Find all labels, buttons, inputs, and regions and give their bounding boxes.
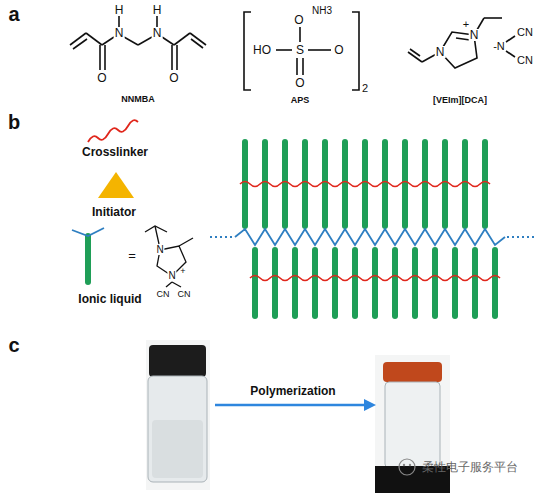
atom-label: N — [469, 29, 480, 41]
ionic-liquid-structure — [145, 226, 193, 287]
atom-label: H — [115, 4, 124, 16]
panel-letter: b — [8, 112, 20, 132]
aps-structure — [244, 12, 359, 90]
compound-name: [VEIm][DCA] — [433, 96, 487, 105]
atom-label: CN — [157, 290, 170, 299]
veim-dca-structure — [408, 18, 515, 68]
compound-name: APS — [291, 96, 310, 105]
atom-label: CN — [517, 27, 533, 38]
watermark: 柔性电子服务平台 — [422, 461, 518, 473]
atom-label: N — [435, 46, 446, 58]
charge-sign: + — [463, 19, 469, 30]
legend-label: Initiator — [92, 206, 136, 218]
nnmba-structure — [70, 16, 206, 70]
atom-label: O — [169, 72, 178, 84]
subscript: 2 — [362, 83, 368, 94]
equals-sign: = — [128, 249, 136, 262]
ionic-liquid-symbol — [72, 228, 104, 282]
atom-label: NH3 — [312, 6, 332, 16]
atom-label: O — [334, 44, 343, 56]
crosslinker-symbol — [88, 120, 138, 142]
atom-label: S — [295, 44, 305, 56]
atom-label: H — [153, 4, 162, 16]
legend-label: Crosslinker — [82, 146, 148, 158]
atom-label: CN — [517, 55, 533, 66]
atom-label: HO — [253, 44, 271, 56]
atom-label: N — [155, 245, 164, 255]
initiator-symbol — [98, 172, 134, 198]
atom-label: O — [97, 72, 106, 84]
vial-before — [146, 340, 210, 490]
arrow-label: Polymerization — [250, 385, 335, 397]
atom-label: CN — [178, 290, 191, 299]
legend-label: Ionic liquid — [78, 293, 141, 305]
polymer-network — [210, 142, 535, 316]
atom-label: O — [293, 14, 304, 26]
atom-label: N — [114, 27, 125, 39]
atom-label: -N — [493, 41, 505, 52]
atom-label: O — [295, 77, 304, 89]
watermark-icon — [399, 459, 415, 475]
panel-letter: a — [8, 4, 19, 24]
compound-name: NNMBA — [121, 95, 155, 104]
atom-label: N — [152, 27, 163, 39]
charge-sign: + — [180, 267, 185, 276]
reaction-arrow — [215, 399, 376, 411]
atom-label: N — [167, 271, 176, 281]
panel-letter: c — [8, 335, 19, 355]
